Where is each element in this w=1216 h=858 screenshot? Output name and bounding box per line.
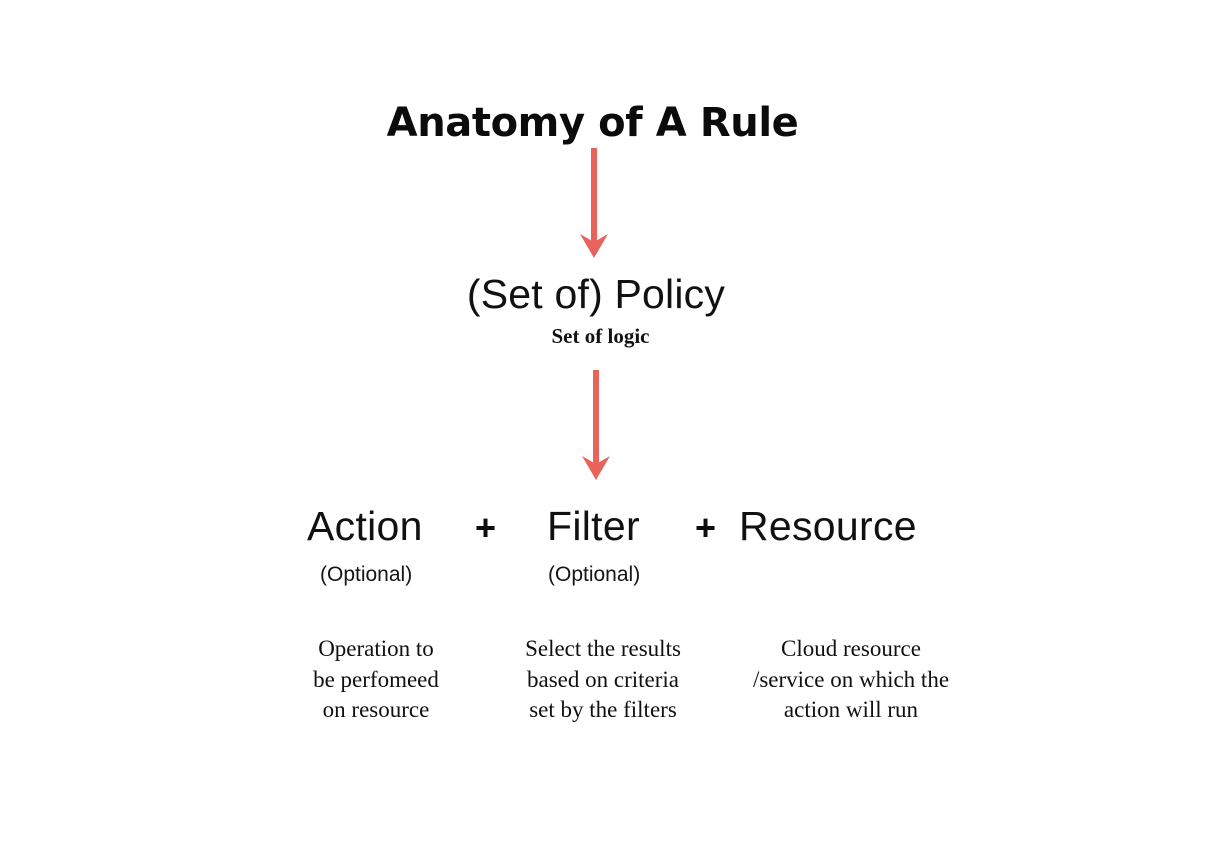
- page-title: Anatomy of A Rule: [386, 100, 799, 146]
- policy-sublabel: Set of logic: [551, 324, 650, 348]
- term-resource-label: Resource: [739, 503, 917, 549]
- term-filter-description: Select the results based on criteria set…: [525, 636, 681, 722]
- policy-label: (Set of) Policy: [466, 271, 726, 317]
- arrow-policy-to-terms-icon: [582, 370, 610, 480]
- term-action-label: Action: [307, 503, 423, 549]
- plus-operator-1: +: [475, 507, 497, 548]
- term-filter-optional-tag: (Optional): [548, 563, 641, 586]
- terms-row: Action + Filter + Resource: [295, 503, 925, 557]
- term-filter-label: Filter: [547, 503, 640, 549]
- plus-operator-2: +: [695, 507, 717, 548]
- term-action-description: Operation to be perfomeed on resource: [313, 636, 439, 722]
- arrow-title-to-policy-icon: [580, 148, 608, 258]
- term-resource-description: Cloud resource /service on which the act…: [752, 636, 950, 722]
- term-action-optional-tag: (Optional): [320, 563, 413, 586]
